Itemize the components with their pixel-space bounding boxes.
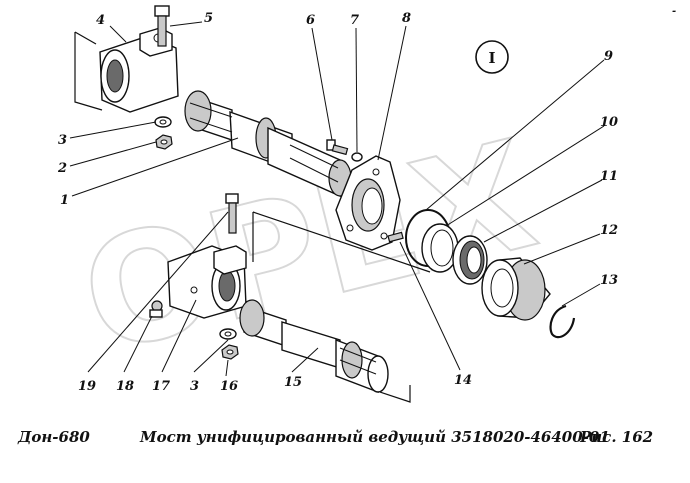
model-name: Дон-680 [18,428,90,446]
callout-8: 8 [402,11,411,26]
pin [387,231,404,243]
washer-small [351,152,363,162]
ring-seal [421,223,459,273]
callout-3-lower: 3 [190,379,199,394]
callout-11: 11 [600,169,618,184]
washer-upper [154,116,172,128]
callout-9: 9 [604,49,613,64]
callout-16: 16 [220,379,238,394]
coupling-sleeve-upper [99,27,179,113]
flange-housing [335,155,401,251]
callout-4: 4 [96,13,105,28]
callout-14: 14 [454,373,472,388]
callout-2: 2 [57,161,67,176]
callout-1: 1 [60,193,69,208]
callout-18: 18 [116,379,134,394]
callout-7: 7 [350,13,359,28]
lip-seal [452,235,488,285]
snap-ring [549,304,576,339]
callout-15: 15 [284,375,302,390]
callout-10: 10 [600,115,618,130]
nut-lower [221,344,239,360]
assembly-title: Мост унифицированный ведущий 3518020-464… [140,428,610,446]
callout-12: 12 [600,223,618,238]
grease-fitting [149,300,163,318]
coupling-sleeve-lower [167,245,247,319]
callout-5: 5 [204,11,213,26]
callout-19: 19 [78,379,96,394]
callout-13: 13 [600,273,618,288]
bolt-small [326,139,349,156]
splined-shaft-upper [184,90,352,198]
assembly-axis-lines [74,31,431,403]
callout-17: 17 [152,379,170,394]
callout-3-upper: 3 [58,133,67,148]
corner-mark: - [672,6,676,17]
nut-upper [155,134,173,150]
bearing-cup [481,257,551,321]
figure-number: Рис. 162 [580,428,654,446]
leader-lines [69,21,605,377]
bolt-upper [154,5,170,47]
callout-labels: 4 5 6 7 8 9 10 11 12 13 3 2 1 14 15 16 3… [57,11,618,394]
bolt-lower [225,193,239,234]
callout-6: 6 [306,13,315,28]
svg-text:I: I [488,49,495,67]
view-marker: I [475,40,509,74]
washer-lower [219,328,237,340]
splined-shaft-lower [239,299,389,394]
caption-bar: Дон-680 Мост унифицированный ведущий 351… [0,428,690,452]
